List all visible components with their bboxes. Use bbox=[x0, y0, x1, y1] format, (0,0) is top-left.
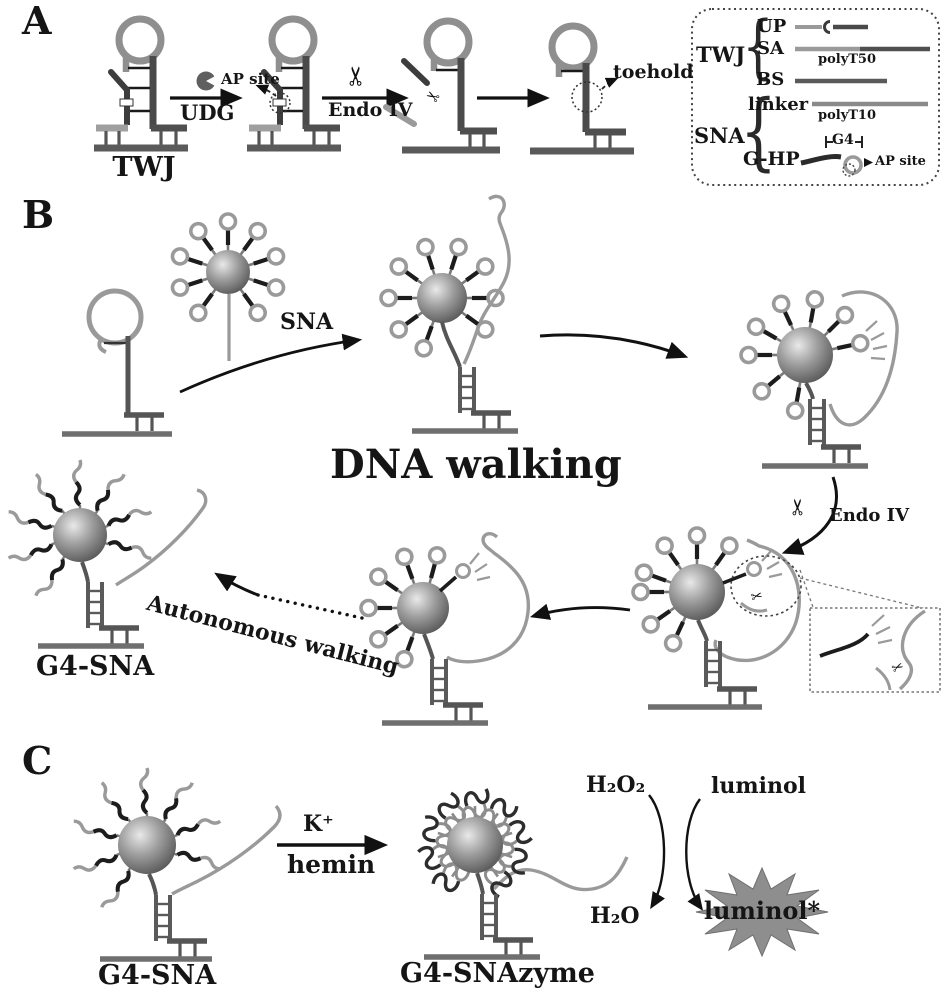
progress-arrow bbox=[540, 335, 684, 356]
legend-up-label: UP bbox=[757, 18, 786, 36]
endoiv-reaction-arrow: ✂ bbox=[322, 65, 404, 98]
panel-b-label: B bbox=[22, 196, 54, 234]
step-arrow-left bbox=[534, 608, 630, 616]
sna-walking-middle bbox=[361, 534, 528, 723]
scissors-icon: ✂ bbox=[422, 84, 443, 107]
panel-a-graphics: ✂ ✂ bbox=[94, 9, 939, 185]
panel-a-label: A bbox=[22, 2, 51, 40]
endo-iv-b-label: Endo IV bbox=[829, 507, 909, 525]
g4-sna-b-label: G4-SNA bbox=[36, 653, 148, 680]
sna-on-track bbox=[381, 196, 518, 431]
twj-label: TWJ bbox=[108, 154, 180, 181]
hybridization-ticks bbox=[866, 321, 887, 359]
toehold-label: toehold bbox=[613, 63, 694, 82]
released-fragment-dark bbox=[404, 61, 427, 83]
legend-sna-group-label: SNA bbox=[694, 125, 745, 146]
zoom-connector-lines bbox=[800, 570, 930, 610]
luminol-excited-label: luminol* bbox=[702, 899, 822, 923]
g4-snazyme-label: G4-SNAzyme bbox=[400, 960, 576, 987]
hybridization-ticks bbox=[470, 553, 490, 580]
legend-ap-site-label: AP site bbox=[875, 155, 926, 168]
ap-site-label: AP site bbox=[221, 72, 280, 87]
legend-ghp-label: G-HP bbox=[743, 150, 800, 169]
scissors-icon: ✂ bbox=[787, 498, 812, 516]
k-plus-label: K⁺ bbox=[303, 813, 334, 835]
twj-structure bbox=[94, 19, 188, 148]
hemin-label: hemin bbox=[287, 852, 375, 877]
legend-polyt50-label: polyT50 bbox=[818, 53, 876, 66]
endo-iv-label: Endo IV bbox=[328, 101, 413, 120]
cleavage-zoom-inset: ✂ bbox=[810, 608, 940, 692]
sna-label: SNA bbox=[280, 311, 333, 333]
g4-sna-c-label: G4-SNA bbox=[98, 962, 212, 989]
h2o2-label: H₂O₂ bbox=[586, 774, 645, 796]
legend-linker-label: linker bbox=[748, 96, 808, 114]
dna-walking-title: DNA walking bbox=[330, 445, 592, 485]
chemiluminescence-arrows bbox=[649, 795, 701, 908]
sna-nanoparticle bbox=[171, 214, 286, 361]
ap-site-arrowhead-icon bbox=[864, 158, 873, 167]
uracil-marker-icon bbox=[825, 22, 831, 33]
sna-addition-arrow bbox=[180, 340, 358, 392]
legend-g4-label: G4 bbox=[832, 133, 854, 147]
autonomous-walking-arrow bbox=[218, 575, 362, 618]
g4-sna-structure bbox=[72, 768, 280, 959]
udg-label: UDG bbox=[180, 102, 234, 123]
scissors-icon: ✂ bbox=[342, 65, 372, 87]
legend-polyt10-label: polyT10 bbox=[818, 109, 876, 122]
h2o-label: H₂O bbox=[590, 905, 640, 927]
walking-strand bbox=[172, 806, 280, 894]
udg-enzyme-icon bbox=[197, 72, 220, 91]
walking-strand bbox=[464, 196, 509, 364]
panel-c-label: C bbox=[22, 742, 52, 780]
g4-snazyme-structure bbox=[418, 789, 627, 957]
toehold-structure bbox=[530, 26, 634, 151]
scissors-icon: ✂ bbox=[749, 588, 764, 606]
track-hairpin bbox=[62, 291, 172, 434]
sna-walking-right bbox=[741, 291, 897, 466]
legend-sa-label: SA bbox=[757, 40, 784, 58]
g-hp-hairpin-glyph bbox=[801, 157, 861, 176]
walking-strand bbox=[116, 490, 206, 585]
cleaved-structure: ✂ bbox=[386, 21, 500, 150]
legend-twj-group-label: TWJ bbox=[696, 44, 745, 65]
luminol-label: luminol bbox=[711, 775, 806, 797]
walking-strand bbox=[447, 534, 528, 662]
